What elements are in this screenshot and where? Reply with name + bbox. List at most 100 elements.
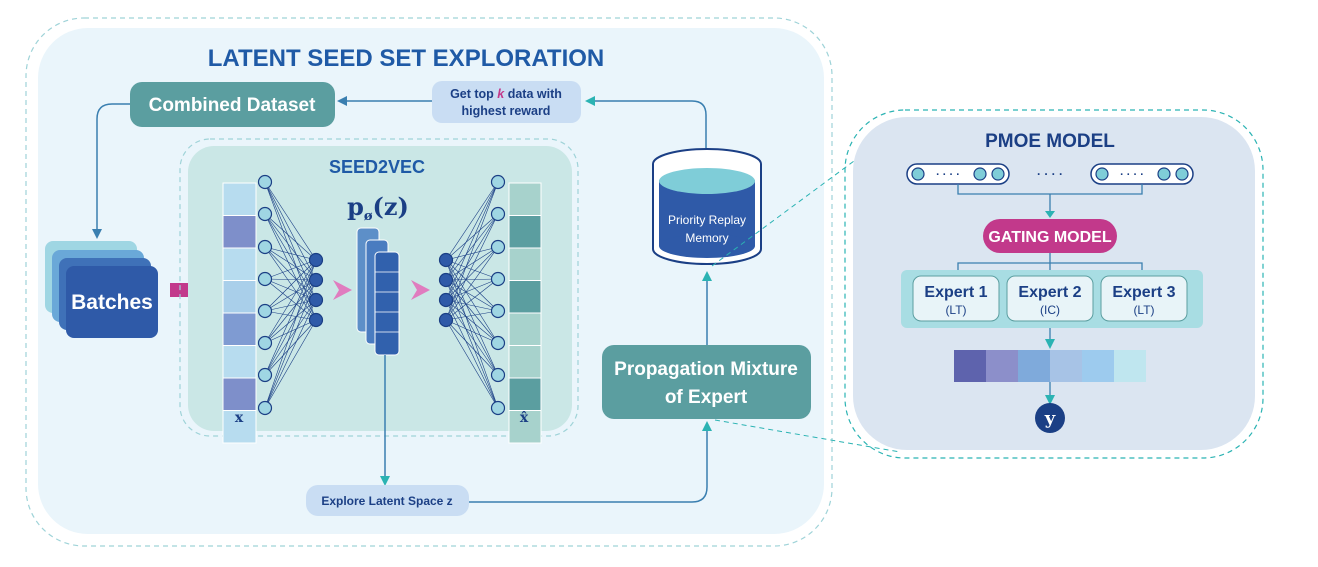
batches-label: Batches xyxy=(71,291,153,314)
topk-box: Get top k data with highest reward xyxy=(432,81,581,123)
decoder-edge xyxy=(445,181,499,301)
encoder-input-node xyxy=(257,271,273,287)
pmoe-output-vector xyxy=(954,350,1146,382)
encoder-edge xyxy=(264,299,317,376)
input-x-label: x xyxy=(235,410,244,426)
expert-2-name: Expert 2 xyxy=(1018,284,1081,301)
decoder-edge xyxy=(445,213,499,301)
zoom-line-top xyxy=(711,126,901,267)
pmoe-input-right-dots: · · · · xyxy=(1120,169,1144,181)
encoder-edge xyxy=(264,246,317,261)
replay-memory-cylinder: Priority Replay Memory xyxy=(652,148,762,265)
gating-model-label: GATING MODEL xyxy=(988,229,1111,246)
input-vector-cell xyxy=(222,345,257,379)
decoder-output-node xyxy=(490,174,506,190)
encoder-edge xyxy=(264,278,317,301)
output-vector xyxy=(508,182,542,444)
input-vector-cell xyxy=(222,215,257,249)
input-vector-cell xyxy=(222,410,257,444)
encoder-hidden-node xyxy=(308,312,324,328)
input-vector-cell xyxy=(222,280,257,314)
pmoe-output-cell xyxy=(986,350,1018,382)
decoder-output-node xyxy=(490,303,506,319)
encoder-input-node xyxy=(257,303,273,319)
decoder-edge xyxy=(445,299,499,344)
decoder-hidden-node xyxy=(438,292,454,308)
encoder-edge xyxy=(264,181,317,321)
decoder-edge xyxy=(445,278,499,301)
combined-dataset-label: Combined Dataset xyxy=(149,95,316,116)
input-vector-cell xyxy=(222,312,257,346)
decoder-hidden-node xyxy=(438,312,454,328)
output-vector-cell xyxy=(508,182,542,216)
decoder-connections xyxy=(445,181,499,409)
arrow-encoder-to-latent xyxy=(333,280,352,300)
zoom-line-bottom xyxy=(714,419,901,453)
pmoe-output-cell xyxy=(1082,350,1114,382)
decoder-edge xyxy=(445,213,499,281)
latent-vectors xyxy=(356,227,400,356)
encoder-input-node xyxy=(257,400,273,416)
encoder-edge xyxy=(264,319,317,344)
decoder-output-node xyxy=(490,239,506,255)
explore-label: Explore Latent Space z xyxy=(321,494,452,508)
encoder-input-node xyxy=(257,239,273,255)
decoder-edge xyxy=(445,259,499,409)
encoder-edge xyxy=(264,246,317,281)
decoder-edge xyxy=(445,246,499,261)
decoder-edge xyxy=(445,279,499,409)
decoder-output-node xyxy=(490,400,506,416)
pmoe-input-merge xyxy=(957,184,1143,213)
decoder-edge xyxy=(445,246,499,301)
decoder-edge xyxy=(445,213,499,261)
encoder-edge xyxy=(264,213,317,281)
decoder-edge xyxy=(445,259,499,344)
decoder-edge xyxy=(445,181,499,281)
replay-line2: Memory xyxy=(685,231,728,245)
encoder-nodes xyxy=(257,174,324,416)
latent-dist-label: pø(z) xyxy=(347,192,409,224)
arrow-latent-to-decoder xyxy=(411,280,430,300)
topk-line2: highest reward xyxy=(462,104,551,118)
encoder-edge xyxy=(264,213,317,261)
gating-model-box: GATING MODEL xyxy=(983,219,1117,253)
decoder-edge xyxy=(445,319,499,376)
decoder-edge xyxy=(445,319,499,409)
input-vector-cell xyxy=(222,182,257,216)
encoder-edge xyxy=(264,279,317,409)
encoder-edge xyxy=(264,279,317,376)
encoder-edge xyxy=(264,259,317,280)
encoder-hidden-node xyxy=(308,292,324,308)
decoder-edge xyxy=(445,278,499,321)
encoder-edge xyxy=(264,213,317,321)
input-vector xyxy=(222,182,257,444)
expert-3-box: Expert 3 (LT) xyxy=(1100,275,1188,322)
pmoe-input-arrowhead xyxy=(1045,211,1055,218)
explore-box: Explore Latent Space z xyxy=(306,485,469,516)
decoder-nodes xyxy=(438,174,506,416)
encoder-edge xyxy=(264,246,317,301)
encoder-edge xyxy=(264,278,317,321)
encoder-input-node xyxy=(257,206,273,222)
batches-stack: Batches xyxy=(45,241,158,338)
decoder-edge xyxy=(445,246,499,281)
output-vector-cell xyxy=(508,377,542,411)
pmoe-output-cell xyxy=(1018,350,1050,382)
encoder-edge xyxy=(264,259,317,409)
main-panel-title: LATENT SEED SET EXPLORATION xyxy=(208,45,604,72)
encoder-edge xyxy=(264,213,317,301)
decoder-edge xyxy=(445,181,499,261)
decoder-hidden-node xyxy=(438,272,454,288)
decoder-edge xyxy=(445,259,499,376)
output-vector-cell xyxy=(508,312,542,346)
arrow-explore-to-pmoe xyxy=(469,421,712,503)
topk-line1: Get top k data with xyxy=(450,87,562,101)
pmoe-input-left-dots: · · · · xyxy=(936,169,960,181)
output-vector-cell xyxy=(508,345,542,379)
decoder-hidden-node xyxy=(438,252,454,268)
decoder-edge xyxy=(445,181,499,321)
encoder-connections xyxy=(264,181,317,409)
encoder-edge xyxy=(264,319,317,376)
encoder-edge xyxy=(264,259,317,344)
